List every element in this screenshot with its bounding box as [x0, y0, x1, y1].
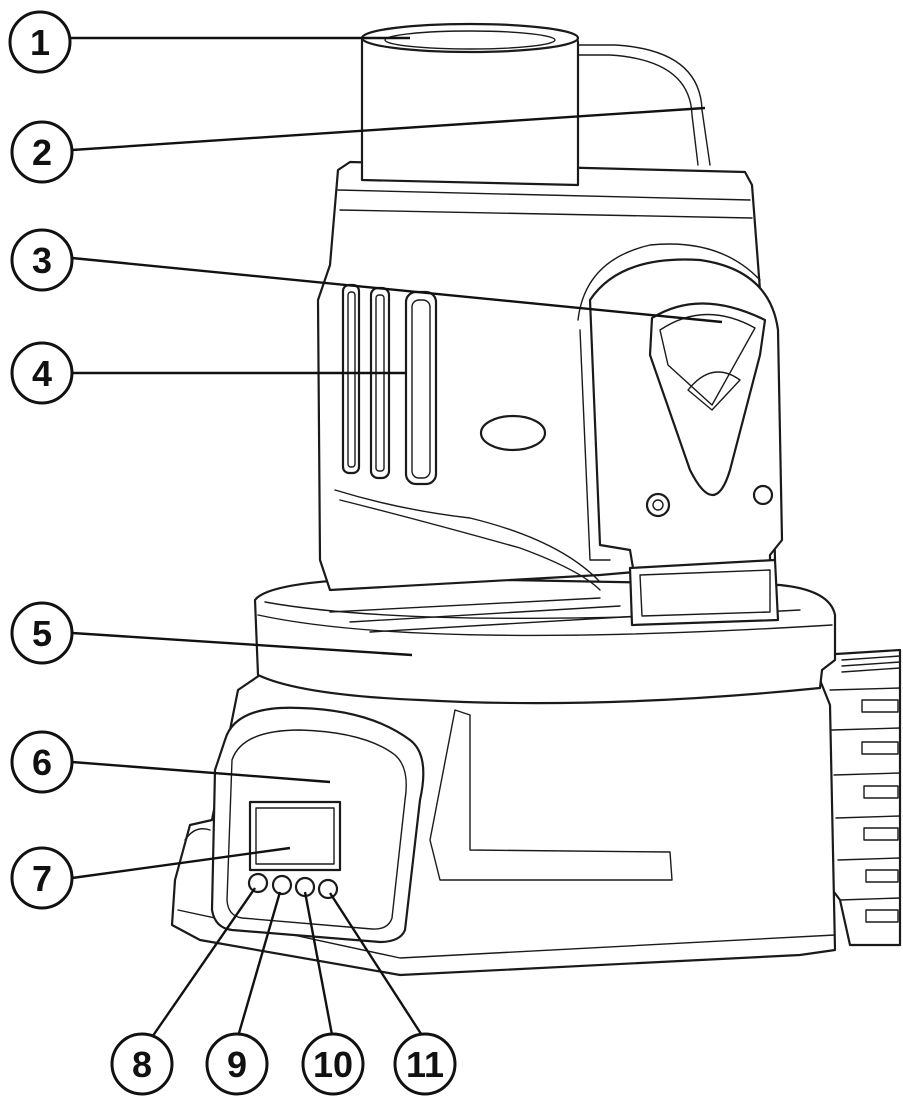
leader-10: [303, 891, 335, 1041]
leader-11: [328, 892, 427, 1041]
callout-5: 5: [10, 601, 74, 665]
leader-9: [235, 891, 282, 1041]
svg-text:9: 9: [227, 1044, 247, 1085]
button-9: [271, 874, 293, 896]
head-vents: [341, 283, 438, 486]
callout-7: 7: [10, 846, 74, 910]
svg-text:1: 1: [30, 22, 50, 63]
leader-7: [71, 846, 291, 880]
moving-head: [316, 22, 784, 627]
leader-8: [149, 887, 256, 1041]
svg-text:4: 4: [32, 353, 52, 394]
svg-text:8: 8: [132, 1044, 152, 1085]
callout-10: 10: [301, 1032, 365, 1096]
svg-text:5: 5: [32, 613, 52, 654]
yoke-shield: [648, 302, 767, 497]
leader-5: [71, 631, 413, 657]
svg-text:3: 3: [32, 240, 52, 281]
svg-text:11: 11: [406, 1044, 444, 1085]
callout-4: 4: [10, 341, 74, 405]
leader-6: [71, 760, 331, 784]
svg-text:10: 10: [313, 1044, 353, 1085]
button-8: [247, 872, 269, 894]
callout-9: 9: [205, 1032, 269, 1096]
button-11: [317, 878, 339, 900]
callout-8: 8: [110, 1032, 174, 1096]
callout-6: 6: [10, 730, 74, 794]
leader-3: [71, 256, 723, 324]
svg-text:2: 2: [32, 132, 52, 173]
svg-text:7: 7: [32, 858, 52, 899]
callout-1: 1: [8, 10, 72, 74]
callout-11: 11: [393, 1032, 457, 1096]
base-housing: [170, 648, 902, 977]
lcd-display: [248, 800, 342, 872]
leader-2: [71, 106, 706, 152]
callout-3: 3: [10, 228, 74, 292]
logo-oval: [479, 414, 547, 452]
leader-lines: [66, 36, 723, 1041]
callout-2: 2: [10, 120, 74, 184]
svg-text:6: 6: [32, 742, 52, 783]
